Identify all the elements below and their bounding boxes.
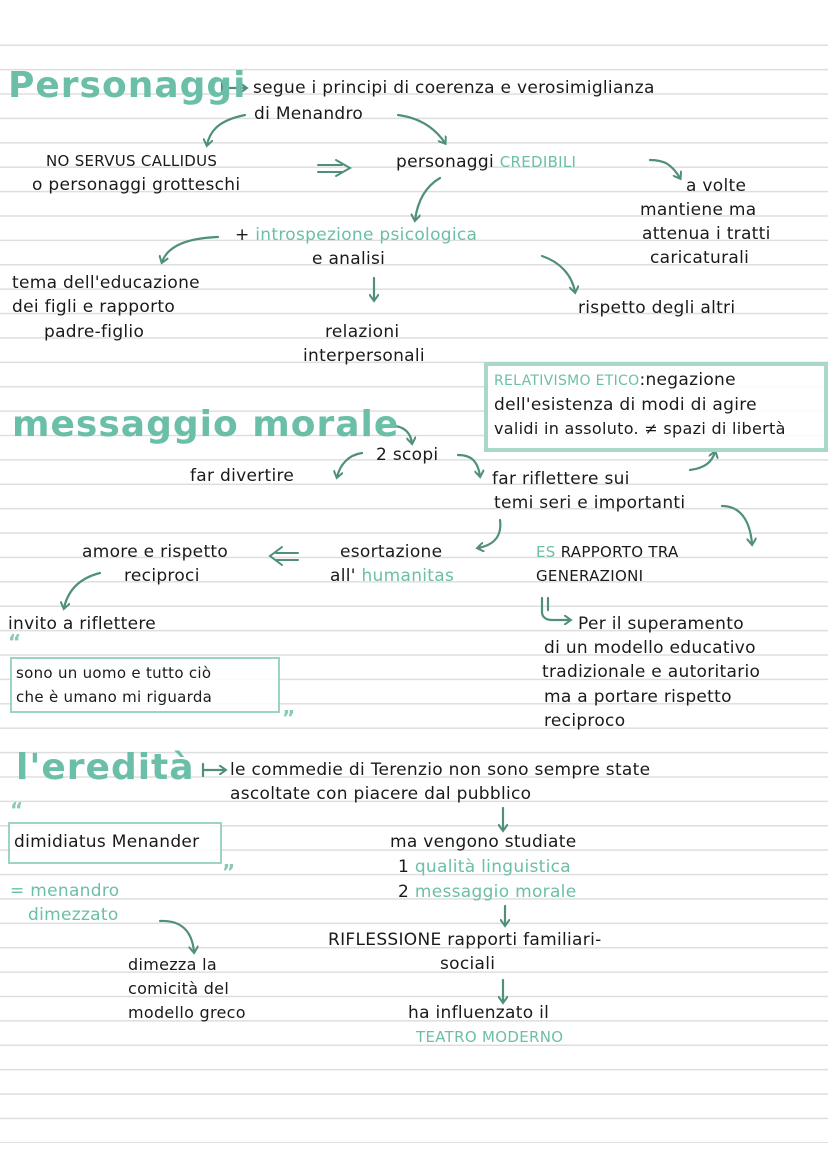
humanitas-accent: humanitas: [361, 566, 455, 586]
riflessione-line1: RIFLESSIONE rapporti familiari-: [328, 930, 602, 950]
reason-1-text: qualità linguistica: [414, 857, 571, 877]
credibili-line: personaggi CREDIBILI: [396, 150, 576, 174]
superamento-line4: ma a portare rispetto: [544, 687, 732, 707]
equals-sign: =: [10, 881, 25, 901]
a-volte-line3: attenua i tratti: [642, 224, 771, 244]
tema-line1: tema dell'educazione: [12, 273, 200, 293]
relazioni-line1: relazioni: [325, 322, 400, 342]
reason-2: 2 messaggio morale: [398, 880, 576, 904]
a-volte-line4: caricaturali: [650, 248, 750, 268]
tema-line2: dei figli e rapporto: [12, 297, 176, 317]
studiate-text: ma vengono studiate: [390, 832, 577, 852]
no-servus-line1: NO SERVUS CALLIDUS: [46, 152, 218, 170]
relativismo-line1: RELATIVISMO ETICO:negazione: [494, 368, 736, 393]
introspezione-accent: introspezione psicologica: [255, 225, 478, 245]
reason-2-num: 2: [398, 882, 410, 902]
relativismo-label: RELATIVISMO ETICO: [494, 373, 640, 389]
invito-riflettere: invito a riflettere: [8, 614, 157, 634]
quote-close-mark: ”: [282, 706, 296, 730]
menandro-line2: dimezzato: [28, 905, 119, 925]
far-riflettere-line2: temi seri e importanti: [494, 493, 686, 513]
dimezza-line3: modello greco: [128, 1003, 246, 1022]
quote-open-mark: “: [8, 630, 22, 654]
paper-bottom-margin: [0, 1143, 828, 1173]
esortazione-line1: esortazione: [340, 542, 443, 562]
superamento-line1: Per il superamento: [578, 614, 744, 634]
no-servus-line2: o personaggi grotteschi: [32, 175, 241, 195]
esortazione-prefix: all': [330, 566, 356, 586]
relativismo-line3: validi in assoluto. ≠ spazi di libertà: [494, 419, 786, 438]
a-volte-line1: a volte: [686, 176, 747, 196]
plus-symbol: +: [235, 225, 250, 245]
teatro-moderno: TEATRO MODERNO: [416, 1028, 564, 1046]
paper-top-margin: [0, 0, 828, 44]
heading-eredita: l'eredità: [16, 747, 195, 788]
relativismo-line2: dell'esistenza di modi di agire: [494, 395, 757, 415]
dimezza-line1: dimezza la: [128, 955, 217, 974]
relativismo-etico-box: [484, 362, 828, 452]
tema-line3: padre-figlio: [44, 322, 145, 342]
personaggi-intro-line2: di Menandro: [254, 104, 364, 124]
analisi-text: e analisi: [312, 249, 386, 269]
reason-2-text: messaggio morale: [414, 882, 577, 902]
rapporto-text: RAPPORTO TRA: [560, 543, 679, 561]
due-scopi: 2 scopi: [376, 445, 439, 465]
quote-line1: sono un uomo e tutto ciò: [16, 664, 212, 682]
es-accent: ES: [536, 543, 556, 561]
rapporto-line2: GENERAZIONI: [536, 567, 644, 585]
quote-line2: che è umano mi riguarda: [16, 688, 213, 706]
influenzato-text: ha influenzato il: [408, 1003, 550, 1023]
amore-line2: reciproci: [124, 566, 200, 586]
far-divertire: far divertire: [190, 466, 295, 486]
reason-1-num: 1: [398, 857, 410, 877]
introspezione-line: + introspezione psicologica: [235, 223, 477, 247]
dimezza-line2: comicità del: [128, 979, 230, 998]
heading-messaggio-morale: messaggio morale: [12, 404, 400, 445]
superamento-line2: di un modello educativo: [544, 638, 756, 658]
dimidiatus-text: dimidiatus Menander: [14, 832, 200, 852]
dimidiatus-box: [8, 822, 222, 864]
dimidiatus-quote-open: “: [10, 798, 24, 822]
personaggi-intro-line1: segue i principi di coerenza e verosimig…: [253, 78, 655, 98]
commedie-line1: le commedie di Terenzio non sono sempre …: [230, 760, 651, 780]
heading-personaggi: Personaggi: [8, 65, 247, 106]
relativismo-colon: :: [639, 370, 646, 390]
commedie-line2: ascoltate con piacere dal pubblico: [230, 784, 532, 804]
far-riflettere-line1: far riflettere sui: [492, 469, 630, 489]
dimidiatus-quote-close: ”: [222, 860, 236, 884]
rispetto-altri: rispetto degli altri: [578, 298, 736, 318]
menandro-line1: = menandro: [10, 879, 119, 903]
rapporto-line1: ES RAPPORTO TRA: [536, 540, 679, 564]
superamento-line3: tradizionale e autoritario: [542, 662, 761, 682]
riflessione-line2: sociali: [440, 954, 496, 974]
relativismo-line1-rest: negazione: [645, 370, 736, 390]
reason-1: 1 qualità linguistica: [398, 855, 571, 879]
credibili-prefix: personaggi: [396, 152, 494, 172]
credibili-accent: CREDIBILI: [499, 153, 577, 171]
esortazione-line2: all' humanitas: [330, 564, 454, 588]
amore-line1: amore e rispetto: [82, 542, 229, 562]
quote-box: [10, 657, 280, 713]
menandro-word: menandro: [30, 881, 120, 901]
a-volte-line2: mantiene ma: [640, 200, 757, 220]
relazioni-line2: interpersonali: [303, 346, 425, 366]
superamento-line5: reciproco: [544, 711, 626, 731]
